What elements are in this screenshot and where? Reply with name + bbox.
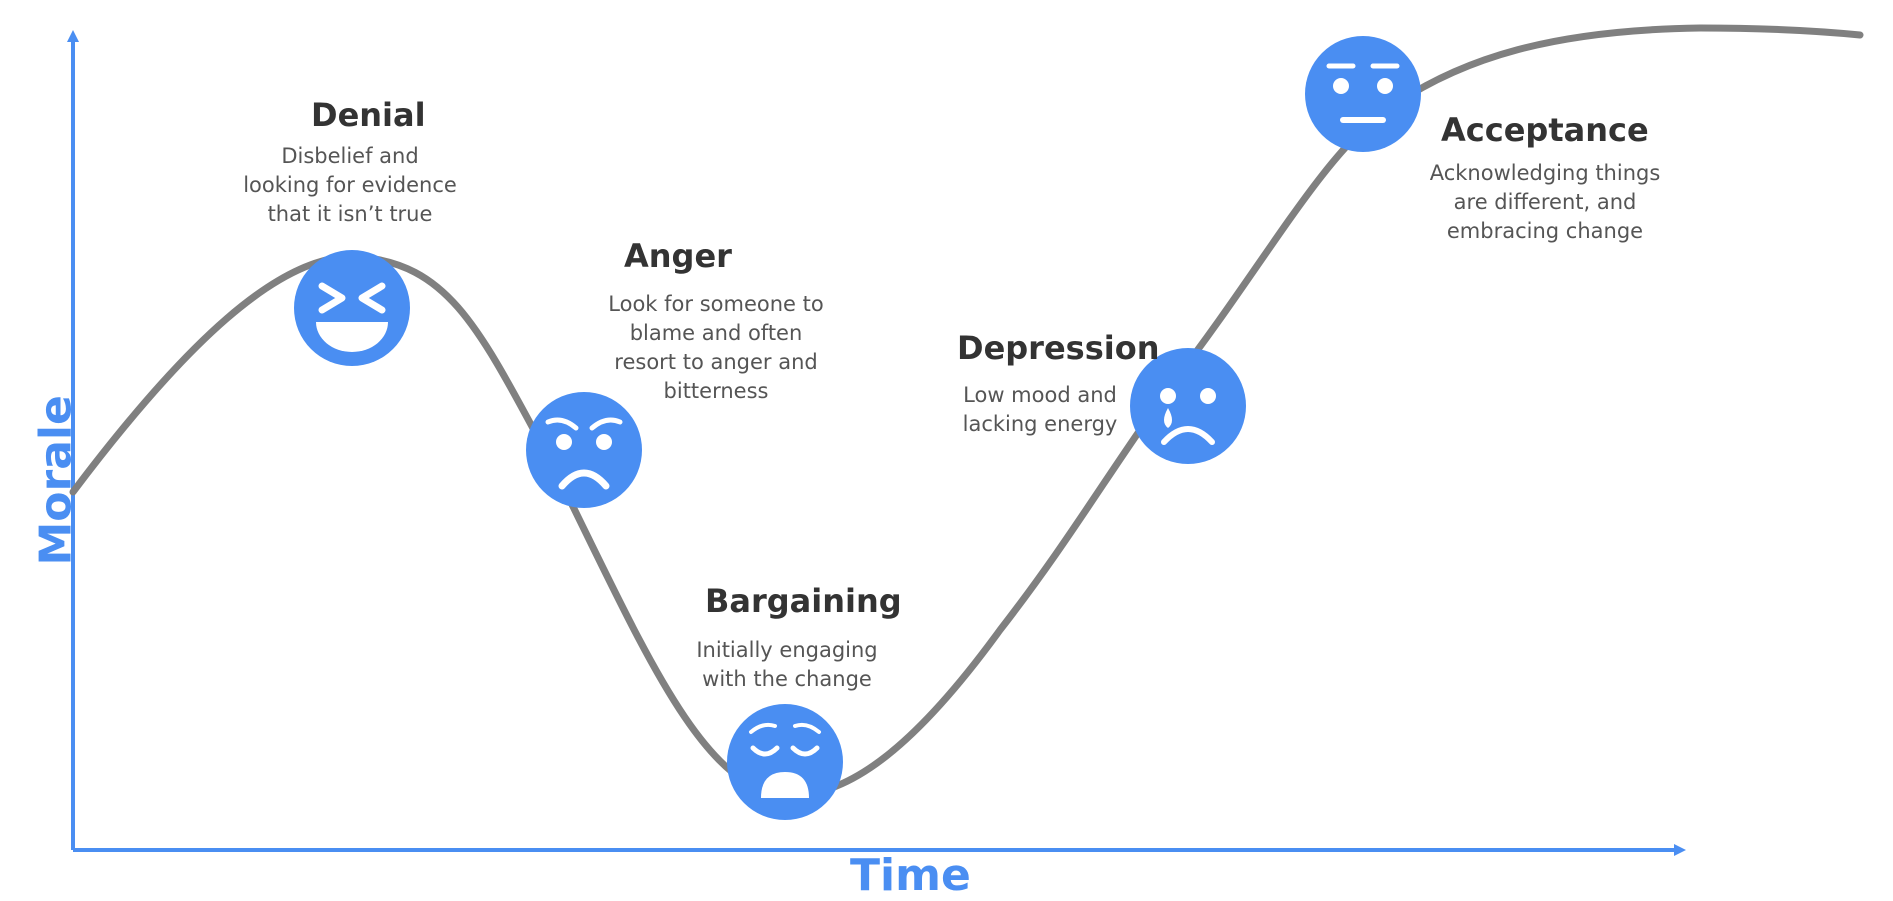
acceptance-description: Acknowledging things are different, and … [1429,161,1661,243]
bargaining-title: Bargaining [705,582,902,620]
depression-description: Low mood and lacking energy [962,383,1118,436]
acceptance-title: Acceptance [1441,111,1649,149]
bargaining-description: Initially engaging with the change [696,638,878,691]
crying-face-icon [1130,348,1246,464]
y-axis-label: Morale [30,395,82,566]
anger-title: Anger [624,237,732,275]
x-axis-label: Time [850,850,971,901]
weary-face-icon [727,704,843,820]
neutral-face-icon [1305,36,1421,152]
depression-title: Depression [957,329,1160,367]
anger-description: Look for someone to blame and often reso… [608,292,824,403]
denial-title: Denial [311,96,426,134]
angry-face-icon [526,392,642,508]
denial-description: Disbelief and looking for evidence that … [243,144,457,226]
morale-curve [69,24,1864,799]
laughing-face-icon [294,250,410,366]
